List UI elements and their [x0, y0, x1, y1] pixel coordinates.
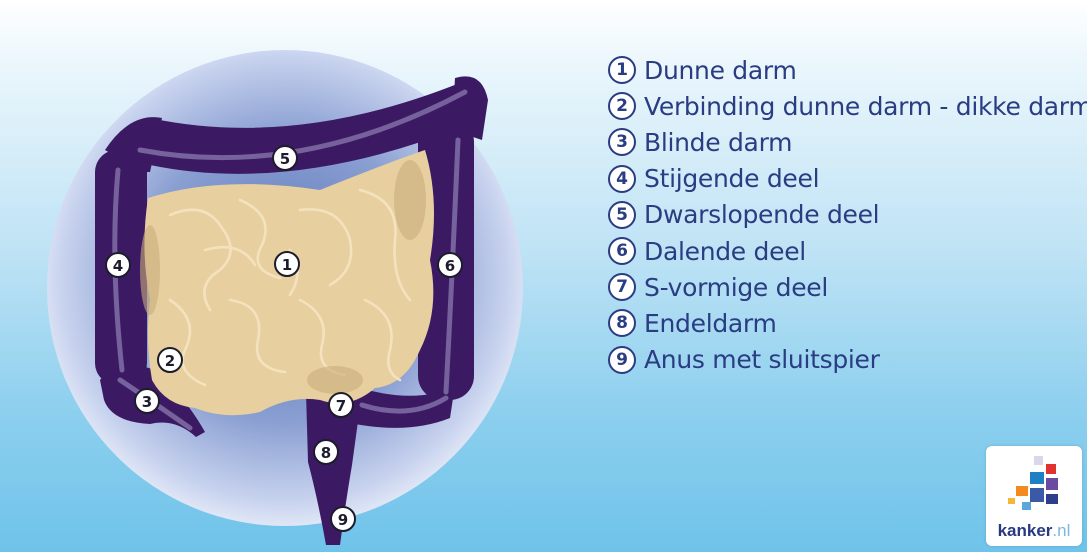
legend-number: 8 [608, 309, 636, 337]
legend-item: 8 Endeldarm [608, 305, 1087, 341]
svg-text:1: 1 [282, 256, 292, 274]
marker-5: 5 [273, 146, 297, 170]
small-intestine [140, 150, 434, 415]
kanker-nl-logo: kanker.nl [986, 446, 1082, 546]
legend-number: 7 [608, 273, 636, 301]
legend-number: 3 [608, 128, 636, 156]
legend-label: Stijgende deel [644, 164, 819, 193]
legend-label: Dunne darm [644, 56, 797, 85]
legend-number: 5 [608, 201, 636, 229]
logo-mosaic-icon [986, 446, 1082, 518]
legend-number: 2 [608, 92, 636, 120]
legend-item: 9 Anus met sluitspier [608, 342, 1087, 378]
legend-item: 4 Stijgende deel [608, 161, 1087, 197]
marker-4: 4 [106, 253, 130, 277]
marker-2: 2 [158, 348, 182, 372]
legend-item: 2 Verbinding dunne darm - dikke darm [608, 88, 1087, 124]
svg-text:5: 5 [280, 150, 290, 168]
marker-3: 3 [135, 389, 159, 413]
svg-text:8: 8 [321, 444, 331, 462]
legend-label: Anus met sluitspier [644, 345, 880, 374]
marker-6: 6 [438, 253, 462, 277]
legend-label: S-vormige deel [644, 273, 828, 302]
marker-1: 1 [275, 252, 299, 276]
legend-label: Dwarslopende deel [644, 200, 879, 229]
legend-label: Verbinding dunne darm - dikke darm [644, 92, 1087, 121]
legend-number: 4 [608, 165, 636, 193]
legend-item: 3 Blinde darm [608, 124, 1087, 160]
svg-text:9: 9 [338, 511, 348, 529]
legend-item: 5 Dwarslopende deel [608, 197, 1087, 233]
legend-item: 7 S-vormige deel [608, 269, 1087, 305]
legend-number: 9 [608, 346, 636, 374]
svg-text:3: 3 [142, 393, 152, 411]
legend-label: Dalende deel [644, 237, 806, 266]
svg-text:7: 7 [336, 397, 346, 415]
svg-text:6: 6 [445, 257, 455, 275]
legend-number: 6 [608, 237, 636, 265]
svg-text:4: 4 [113, 257, 123, 275]
legend-number: 1 [608, 56, 636, 84]
legend-item: 1 Dunne darm [608, 52, 1087, 88]
marker-7: 7 [329, 393, 353, 417]
marker-8: 8 [314, 440, 338, 464]
legend: 1 Dunne darm 2 Verbinding dunne darm - dik… [608, 52, 1087, 378]
legend-item: 6 Dalende deel [608, 233, 1087, 269]
marker-9: 9 [331, 507, 355, 531]
legend-label: Endeldarm [644, 309, 777, 338]
logo-text: kanker.nl [986, 521, 1082, 541]
legend-label: Blinde darm [644, 128, 792, 157]
svg-text:2: 2 [165, 352, 175, 370]
